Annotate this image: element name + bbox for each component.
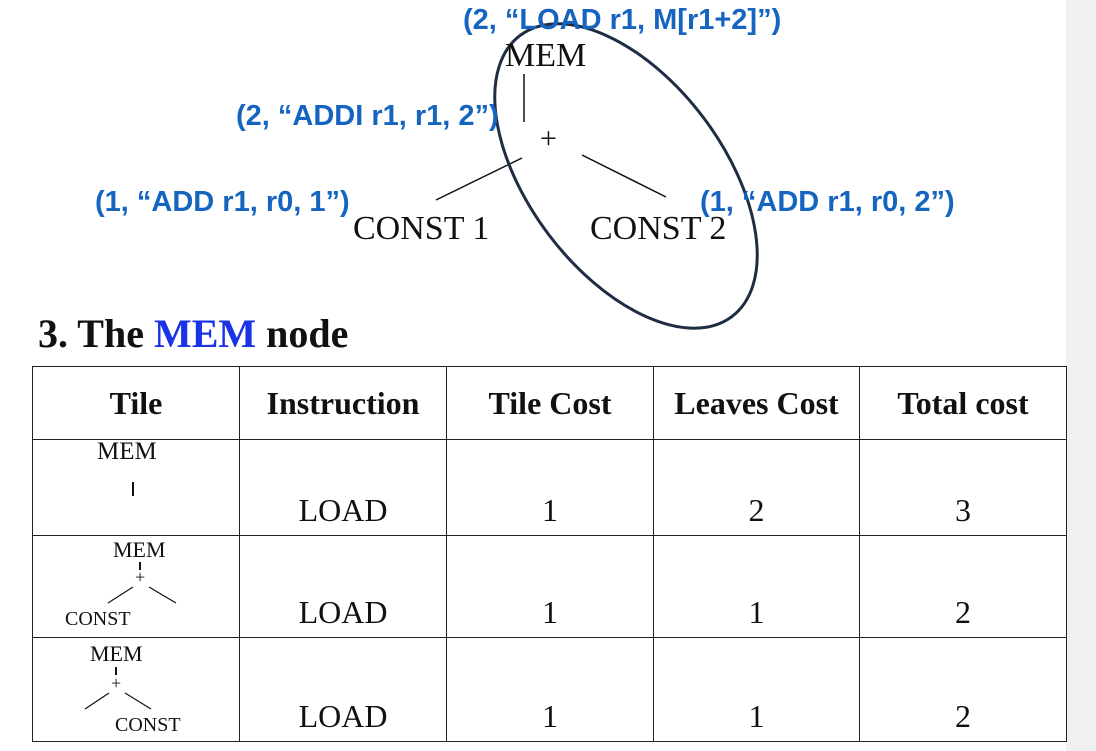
edge-plus-const2 xyxy=(581,154,667,198)
table-header-row: Tile Instruction Tile Cost Leaves Cost T… xyxy=(32,366,1067,440)
heading-suffix: node xyxy=(266,311,349,356)
tile-cell: MEM + CONST xyxy=(32,535,240,638)
tile-cost-cell: 1 xyxy=(446,535,654,638)
tree-node-const2: CONST 2 xyxy=(590,210,727,247)
leaves-cost-cell: 2 xyxy=(653,439,860,536)
tile-cost-table: Tile Instruction Tile Cost Leaves Cost T… xyxy=(32,366,1067,742)
tile-cost-cell: 1 xyxy=(446,637,654,742)
instruction-cell: LOAD xyxy=(239,535,447,638)
tree-node-const1: CONST 1 xyxy=(353,210,490,247)
header-leaves-cost: Leaves Cost xyxy=(653,366,860,440)
table-row: MEM LOAD 1 2 3 xyxy=(32,438,1067,536)
tile-const-label: CONST xyxy=(115,714,181,736)
tree-node-mem: MEM xyxy=(505,37,587,74)
tile-diagram xyxy=(107,562,177,604)
tile-mem-label: MEM xyxy=(90,641,143,666)
tile-cell: MEM + CONST xyxy=(32,637,240,742)
section-heading: 3. The MEM node xyxy=(38,310,348,357)
total-cost-cell: 2 xyxy=(859,535,1067,638)
instruction-cell: LOAD xyxy=(239,637,447,742)
leaves-cost-cell: 1 xyxy=(653,535,860,638)
header-instruction: Instruction xyxy=(239,366,447,440)
annotation-const1: (1, “ADD r1, r0, 1”) xyxy=(95,186,350,218)
table-row: MEM + CONST LOAD 1 1 2 xyxy=(32,637,1067,742)
expression-tree-diagram xyxy=(435,22,759,330)
tile-plus-label: + xyxy=(135,567,146,587)
tile-cell: MEM xyxy=(32,438,240,536)
tile-const-label: CONST xyxy=(65,608,131,630)
tile-diagram xyxy=(132,482,134,496)
annotation-plus: (2, “ADDI r1, r1, 2”) xyxy=(236,100,499,132)
tree-node-plus: + xyxy=(540,122,557,155)
header-total-cost: Total cost xyxy=(859,366,1067,440)
tile-mem-label: MEM xyxy=(113,537,166,562)
header-tile: Tile xyxy=(32,366,240,440)
tile-plus-label: + xyxy=(111,673,122,693)
tile-mem-label: MEM xyxy=(97,438,157,465)
heading-highlight: MEM xyxy=(153,311,257,356)
tile-diagram xyxy=(84,667,152,710)
annotation-const2: (1, “ADD r1, r0, 2”) xyxy=(700,186,955,218)
header-tile-cost: Tile Cost xyxy=(446,366,654,440)
heading-prefix: 3. The xyxy=(38,311,144,356)
tile-cost-cell: 1 xyxy=(446,439,654,536)
table-row: MEM + CONST LOAD 1 1 2 xyxy=(32,535,1067,638)
instruction-cell: LOAD xyxy=(239,439,447,536)
leaves-cost-cell: 1 xyxy=(653,637,860,742)
right-edge-strip xyxy=(1066,0,1096,751)
annotation-mem: (2, “LOAD r1, M[r1+2]”) xyxy=(463,4,782,36)
total-cost-cell: 3 xyxy=(859,439,1067,536)
total-cost-cell: 2 xyxy=(859,637,1067,742)
tile-selection-ellipse xyxy=(493,22,759,330)
